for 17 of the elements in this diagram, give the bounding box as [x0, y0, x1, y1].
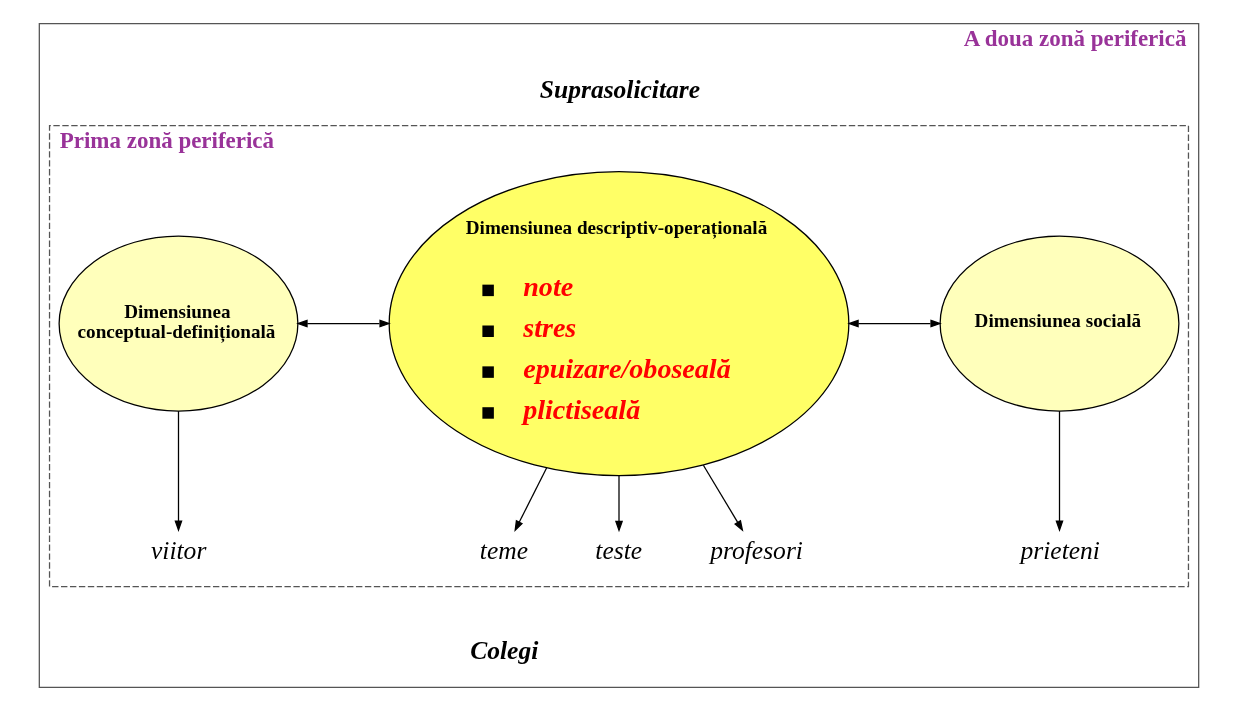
node-text: profesori [710, 535, 803, 565]
node-ellipse: Dimensiunea conceptual-definițională [58, 235, 299, 412]
node-ellipse: Dimensiunea descriptiv-operațională note stres epuizare/oboseală plictiseală [388, 171, 850, 477]
node-text: prieteni [1020, 535, 1100, 565]
arrow [702, 464, 744, 532]
arrow [296, 319, 391, 328]
arrow [174, 410, 183, 532]
arrow [514, 467, 548, 532]
arrow [847, 319, 942, 328]
node-text: viitor [151, 535, 207, 565]
node-ellipse: Dimensiunea socială [939, 235, 1180, 412]
label: Suprasolicitare [539, 74, 701, 104]
arrow [614, 475, 624, 533]
node-text: teste [595, 535, 643, 565]
arrow [1055, 410, 1064, 532]
node-text: teme [479, 535, 528, 565]
label: Colegi [470, 636, 539, 666]
